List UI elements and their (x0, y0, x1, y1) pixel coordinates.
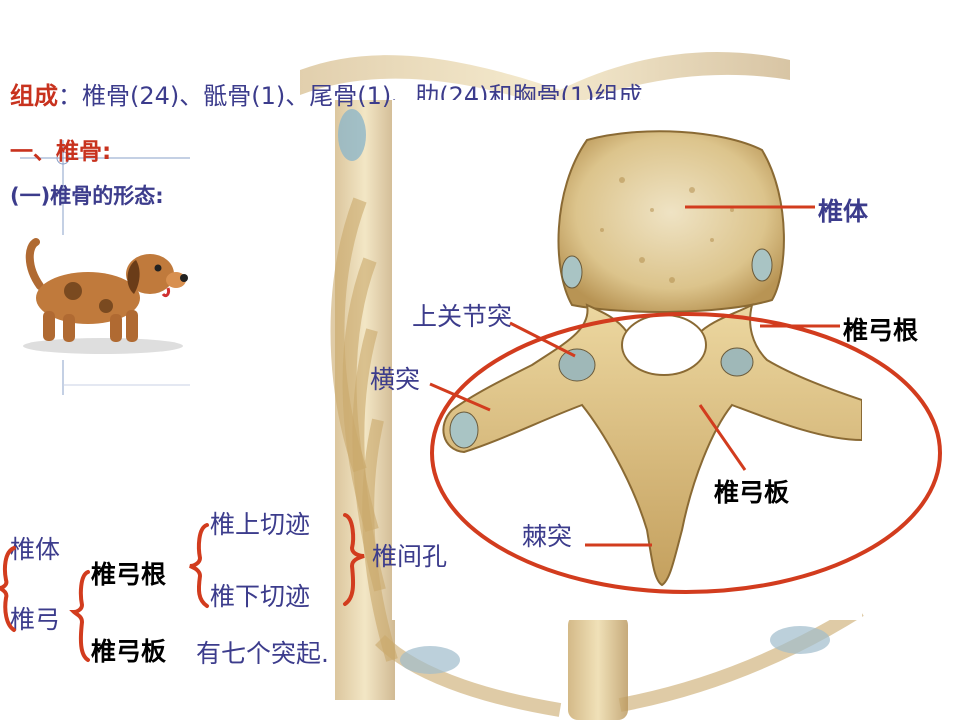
vertebra-diagram (392, 100, 863, 620)
dog-clipart-icon (23, 238, 188, 354)
label-superior-articular-process: 上关节突 (412, 302, 513, 331)
composition-colon: ： (58, 82, 82, 110)
tree-lamina: 椎弓板 (91, 637, 167, 666)
vertebral-arch-outline (430, 312, 942, 594)
brace-foramen (343, 513, 365, 606)
section-heading: 一、椎骨: (10, 139, 112, 165)
composition-label: 组成 (10, 82, 58, 110)
subsection-heading: (一)椎骨的形态: (10, 184, 164, 208)
label-spinous-process: 棘突 (522, 522, 573, 551)
tree-intervertebral-foramen: 椎间孔 (372, 542, 448, 571)
brace-notches (189, 523, 209, 608)
tree-vertebral-body: 椎体 (10, 535, 61, 564)
label-vertebral-body: 椎体 (818, 197, 869, 226)
vertebra-illustration (442, 130, 863, 587)
label-lamina: 椎弓板 (714, 478, 790, 507)
tree-vertebral-arch: 椎弓 (10, 605, 61, 634)
brace-body-arch (0, 546, 16, 632)
label-pedicle: 椎弓根 (843, 316, 919, 345)
tree-superior-notch: 椎上切迹 (210, 510, 311, 539)
brace-pedicle-lamina (69, 570, 90, 662)
tree-pedicle: 椎弓根 (91, 560, 167, 589)
tree-processes-note: 有七个突起. (196, 639, 329, 668)
label-transverse-process: 横突 (370, 365, 421, 394)
tree-inferior-notch: 椎下切迹 (210, 582, 311, 611)
